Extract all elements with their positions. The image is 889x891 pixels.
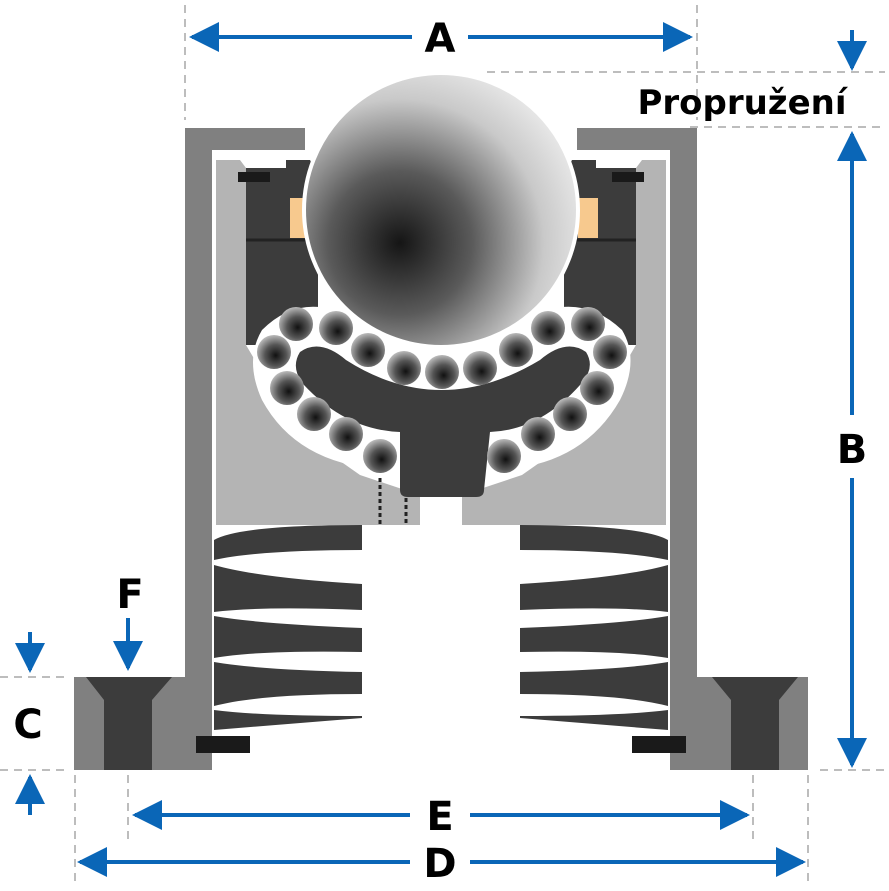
inner-cup — [216, 160, 666, 525]
mounting-hole-right — [712, 677, 798, 770]
dimension-d-label: D — [423, 841, 456, 887]
dimension-a-label: A — [425, 16, 456, 62]
retaining-clip-right — [632, 736, 686, 753]
dimension-e-label: E — [426, 794, 453, 840]
housing — [74, 128, 808, 770]
housing-body-right — [577, 128, 808, 770]
dimension-c: C — [13, 632, 45, 815]
dimension-d: D — [77, 841, 806, 887]
main-ball — [302, 71, 580, 349]
spring-right — [520, 525, 668, 730]
small-balls — [257, 307, 627, 473]
housing-body — [74, 128, 305, 770]
spring-left — [214, 525, 362, 730]
retaining-clip-left — [196, 736, 250, 753]
mounting-hole-left — [86, 677, 172, 770]
dimension-a: A — [189, 16, 693, 62]
dimension-b: B — [837, 131, 868, 768]
guide-lines — [0, 5, 885, 885]
spring-travel-label: Propružení — [637, 83, 848, 123]
dimension-c-label: C — [13, 702, 42, 748]
dimension-f: F — [113, 572, 144, 671]
dimension-f-label: F — [116, 572, 143, 618]
spring-travel-indicator: Propružení — [637, 30, 867, 123]
dimension-b-label: B — [837, 427, 868, 473]
dimension-e: E — [132, 794, 750, 840]
ball-support — [295, 346, 590, 497]
seal-ring-right — [578, 198, 598, 238]
